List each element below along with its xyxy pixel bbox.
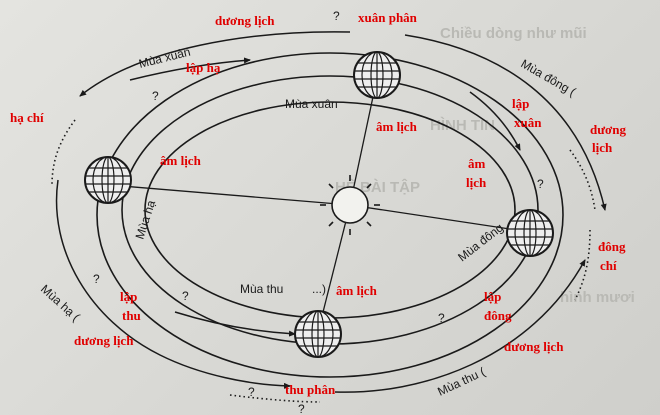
line-to-summer <box>109 184 351 206</box>
label-spring-inner: Mùa xuân <box>285 97 338 111</box>
q-right: ? <box>537 177 544 191</box>
ann-lap-xuan-1: lập <box>512 96 529 111</box>
globe-winter-icon <box>506 209 554 257</box>
ghost-line-2: HÌNH TIN <box>430 117 495 134</box>
ann-am-lich-right-1: âm <box>468 156 486 171</box>
q-upper-left: ? <box>152 89 159 103</box>
question-marks: ? ? ? ? ? ? ? ? <box>93 9 544 415</box>
ann-lap-thu-1: lập <box>120 289 137 304</box>
ann-dong-chi-1: đông <box>598 239 626 254</box>
ann-duong-lich-bottom-left: dương lịch <box>74 333 134 348</box>
ann-duong-lich-right-1: dương <box>590 122 626 137</box>
ann-xuan-phan: xuân phân <box>358 10 418 25</box>
dotted-arcs <box>51 119 596 403</box>
dotted-right-upper <box>569 149 596 211</box>
season-arcs <box>55 31 607 393</box>
autumn-arc <box>334 259 586 393</box>
dotted-left <box>51 119 76 186</box>
globe-summer-icon <box>84 156 132 204</box>
annotations: dương lịch xuân phân lập hạ hạ chí âm lị… <box>10 10 626 397</box>
q-lower-right: ? <box>438 311 445 325</box>
q-bottom-2: ? <box>298 402 305 415</box>
label-winter-outer: Mùa đông ( <box>519 56 579 98</box>
ann-am-lich-right-2: lịch <box>466 175 487 190</box>
ann-dong-chi-2: chí <box>600 258 617 273</box>
label-spring-outer: Mùa xuân <box>137 45 192 71</box>
q-left-bottom: ? <box>182 289 189 303</box>
label-winter-inner: Mùa đông <box>455 220 506 264</box>
autumn-blank: ...) <box>312 282 326 296</box>
q-top: ? <box>333 9 340 23</box>
inner-winter-arc <box>469 91 521 151</box>
q-lower-left: ? <box>93 272 100 286</box>
globe-autumn-icon <box>294 310 342 358</box>
ghost-line-1: Chiều dòng như mũi <box>440 25 587 42</box>
outer-orbit <box>96 52 564 378</box>
inner-spring-arc <box>129 57 251 81</box>
label-autumn-inner: Mùa thu <box>240 282 283 296</box>
q-bottom: ? <box>248 385 255 399</box>
line-to-winter <box>349 204 531 233</box>
ann-lap-xuan-2: xuân <box>514 115 542 130</box>
ann-am-lich-left: âm lịch <box>160 153 202 168</box>
ann-duong-lich-bottom-right: dương lịch <box>504 339 564 354</box>
ann-duong-lich-right-2: lịch <box>592 140 613 155</box>
ann-thu-phan: thu phân <box>285 382 336 397</box>
label-summer-outer: Mùa hạ ( <box>38 282 83 324</box>
ghost-line-4: hình mươi <box>560 289 635 306</box>
ann-am-lich-bottom: âm lịch <box>336 283 378 298</box>
ann-lap-dong-1: lập <box>484 289 501 304</box>
inner-autumn-arc <box>174 311 296 337</box>
ann-ha-chi: hạ chí <box>10 110 44 125</box>
winter-arc <box>404 34 607 211</box>
spring-arc <box>79 31 351 97</box>
ann-duong-lich-top: dương lịch <box>215 13 275 28</box>
summer-arc <box>55 179 291 389</box>
ann-lap-dong-2: đông <box>484 308 512 323</box>
ann-am-lich-top: âm lịch <box>376 119 418 134</box>
line-to-spring <box>349 77 378 206</box>
sun-icon <box>320 175 380 235</box>
globe-spring-icon <box>353 51 401 99</box>
ann-lap-thu-2: thu <box>122 308 141 323</box>
label-summer-inner: Mùa hạ <box>133 198 159 241</box>
ann-lap-ha: lập hạ <box>186 60 221 75</box>
